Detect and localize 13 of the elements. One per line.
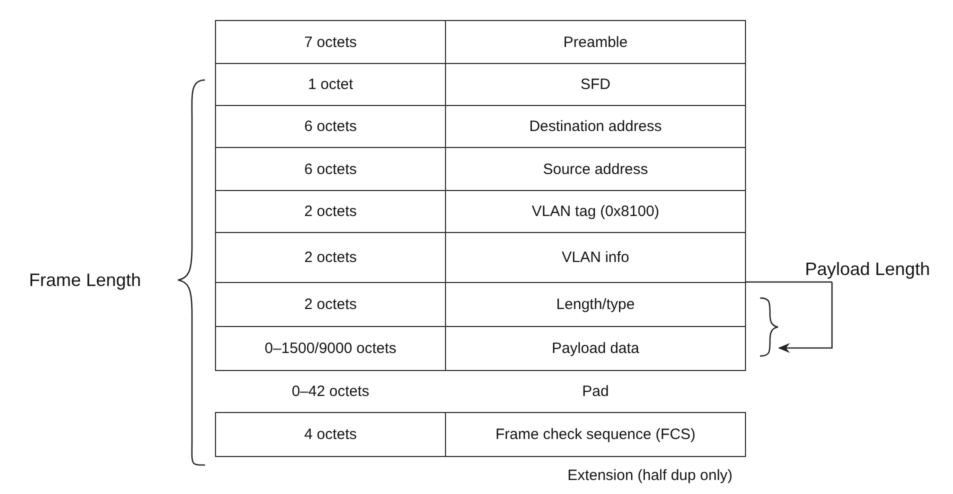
arrow: [778, 282, 833, 353]
table-cell: 4 octets: [215, 412, 446, 457]
table-cell: Frame check sequence (FCS): [445, 412, 746, 457]
table-cell: Preamble: [445, 20, 746, 64]
note-text: Extension (half dup only): [566, 466, 734, 486]
table-cell: Payload data: [445, 326, 746, 371]
field-name: Pad: [581, 382, 610, 402]
bracket-label: Frame Length: [28, 268, 142, 292]
octet-count: 0–42 octets: [290, 382, 370, 402]
table-cell: 0–1500/9000 octets: [215, 326, 446, 371]
text-label: Payload Length: [782, 256, 953, 282]
curly-brace: [760, 297, 779, 357]
table-cell: 7 octets: [215, 20, 446, 64]
